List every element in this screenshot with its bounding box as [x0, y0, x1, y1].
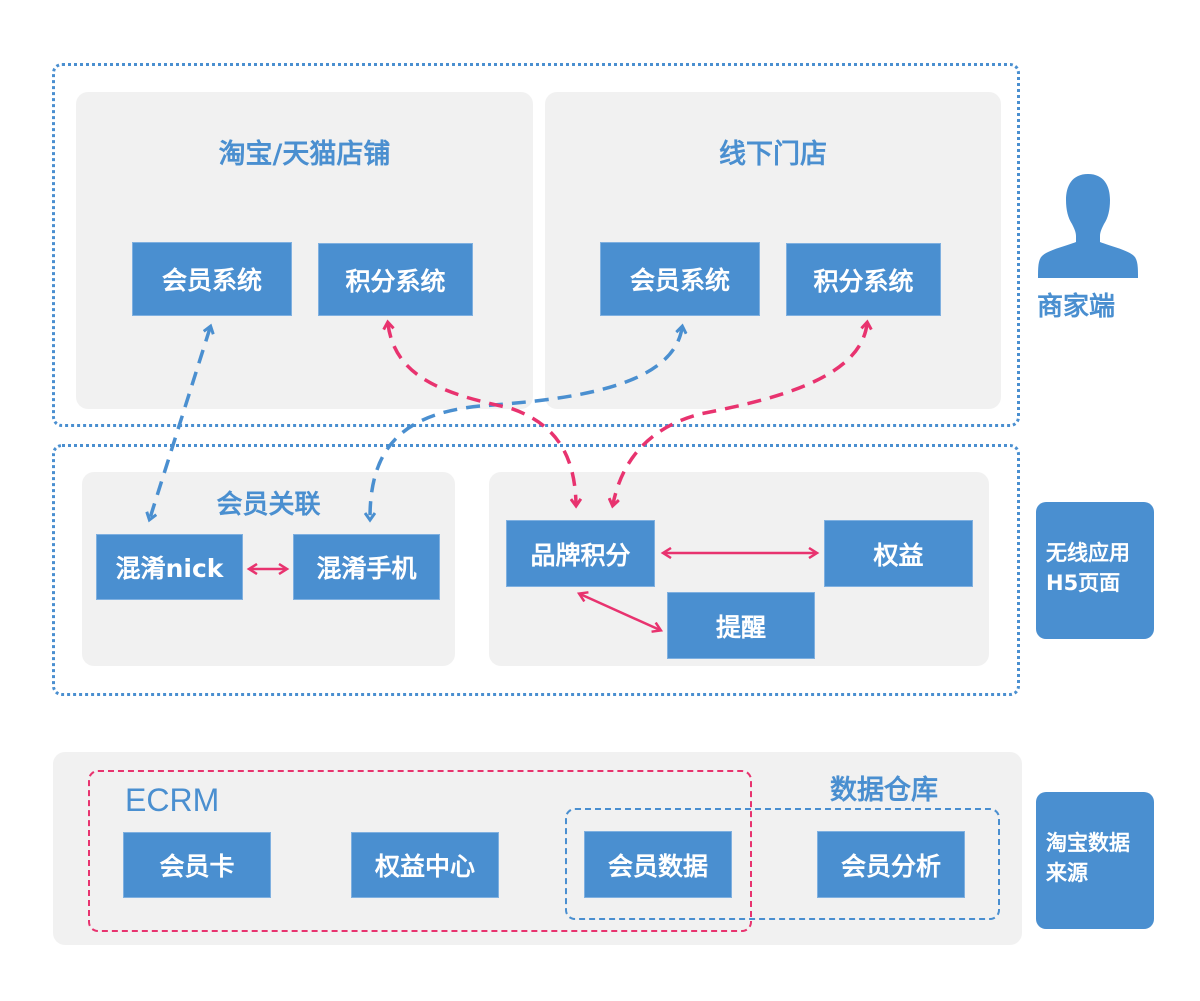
member-link-title: 会员关联 [216, 490, 321, 520]
data-source-side-box: 淘宝数据 来源 [1036, 792, 1154, 929]
data-source-side-line2: 来源 [1046, 861, 1088, 885]
warehouse-title: 数据仓库 [830, 775, 938, 806]
wireless-side-line1: 无线应用 [1046, 541, 1130, 565]
obfuscated-phone-box[interactable]: 混淆手机 [293, 534, 440, 600]
benefit-center-box[interactable]: 权益中心 [351, 832, 499, 898]
taobao-points-system[interactable]: 积分系统 [318, 243, 473, 316]
offline-points-system[interactable]: 积分系统 [786, 243, 941, 316]
member-data-box[interactable]: 会员数据 [584, 831, 732, 898]
ecrm-title: ECRM [125, 782, 220, 818]
reminder-box[interactable]: 提醒 [667, 592, 815, 659]
obfuscated-nick-box[interactable]: 混淆nick [96, 534, 243, 600]
wireless-side-line2: H5页面 [1046, 571, 1121, 595]
wireless-side-box: 无线应用 H5页面 [1036, 502, 1154, 639]
taobao-store-title: 淘宝/天猫店铺 [218, 139, 391, 170]
member-card-box[interactable]: 会员卡 [123, 832, 271, 898]
brand-points-box[interactable]: 品牌积分 [506, 520, 655, 587]
member-analysis-box[interactable]: 会员分析 [817, 831, 965, 898]
ecrm-group [88, 770, 752, 932]
benefits-box[interactable]: 权益 [824, 520, 973, 587]
merchant-side-label: 商家端 [1037, 292, 1116, 322]
user-silhouette-icon [1038, 174, 1138, 278]
offline-store-title: 线下门店 [719, 139, 827, 170]
warehouse-group [565, 808, 1000, 920]
taobao-member-system[interactable]: 会员系统 [132, 242, 292, 316]
data-source-side-line1: 淘宝数据 [1046, 831, 1130, 855]
offline-member-system[interactable]: 会员系统 [600, 242, 760, 316]
